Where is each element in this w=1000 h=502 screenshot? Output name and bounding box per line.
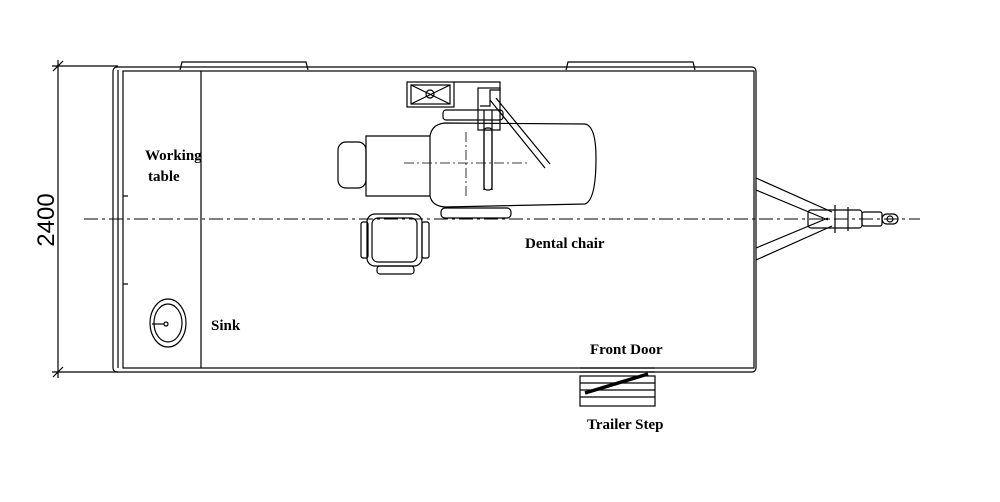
front-door-label: Front Door — [590, 342, 663, 358]
operator-stool — [360, 213, 430, 275]
dental-chair-label: Dental chair — [525, 236, 605, 252]
front-door — [580, 367, 655, 373]
trailer-step-label: Trailer Step — [587, 417, 664, 433]
tow-hitch — [755, 177, 899, 261]
width-dimension: 2400 — [33, 60, 118, 378]
sink-label: Sink — [211, 318, 241, 334]
trailer-step — [579, 372, 656, 407]
sink — [149, 298, 187, 348]
working-table-label: Working — [145, 148, 202, 164]
width-dimension-label: 2400 — [33, 193, 60, 246]
working-table-label-line2: table — [148, 169, 180, 185]
dental-chair — [337, 81, 597, 219]
labels: Working table Sink Dental chair Front Do… — [145, 148, 664, 433]
trailer-body — [112, 61, 757, 373]
